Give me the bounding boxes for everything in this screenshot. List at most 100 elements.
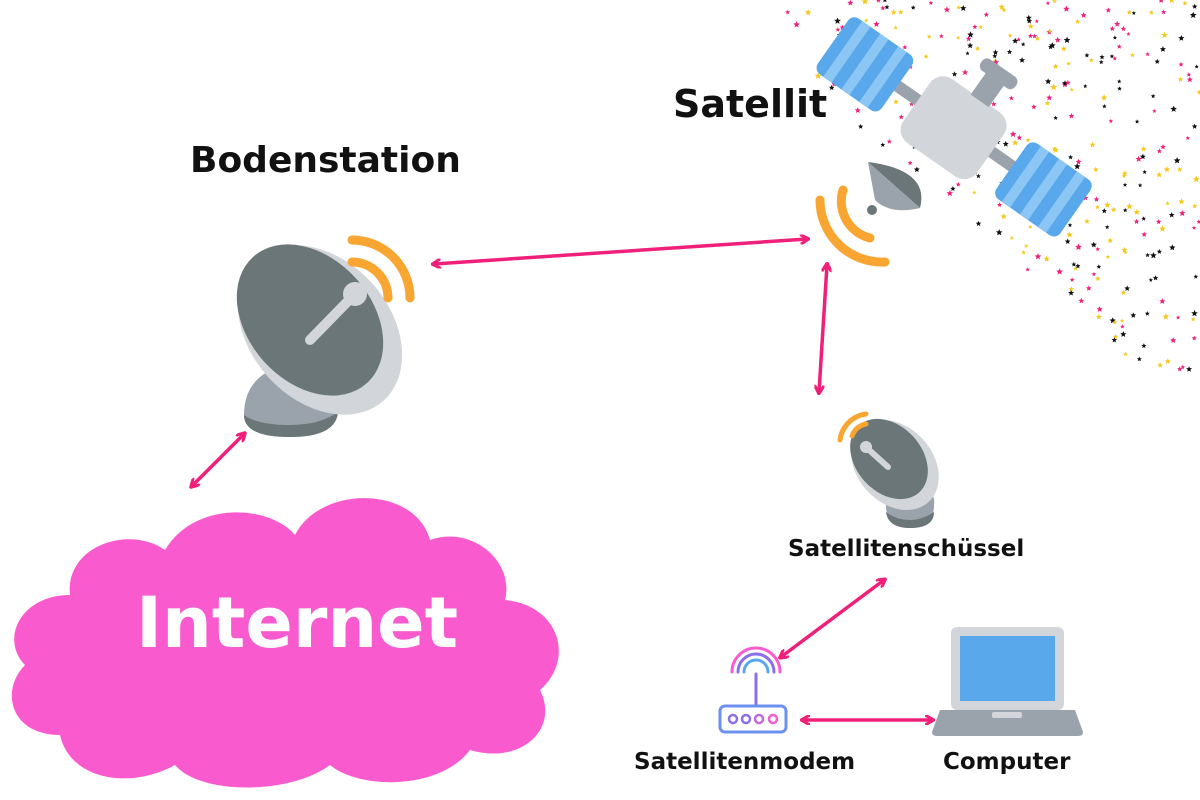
star <box>893 99 899 105</box>
star <box>1164 358 1171 364</box>
star <box>976 173 981 179</box>
star <box>1196 219 1200 224</box>
star <box>974 45 981 51</box>
star <box>1011 139 1019 146</box>
star <box>1170 105 1177 112</box>
star <box>1110 206 1117 213</box>
star <box>1178 35 1185 41</box>
star <box>1056 268 1063 275</box>
computer-label: Computer <box>943 749 1071 775</box>
star <box>1095 246 1100 252</box>
star <box>880 142 886 147</box>
star <box>1109 317 1116 324</box>
star <box>1120 26 1127 32</box>
star <box>1048 44 1054 50</box>
star <box>793 21 800 28</box>
star <box>1139 153 1146 160</box>
star <box>950 186 956 191</box>
star <box>1163 166 1171 173</box>
star <box>1168 212 1175 218</box>
star <box>1025 137 1031 143</box>
star <box>1068 286 1074 292</box>
cloud-shape <box>11 498 559 788</box>
star <box>1044 100 1050 106</box>
star <box>1009 130 1017 138</box>
star <box>1177 76 1184 82</box>
star <box>880 5 886 11</box>
star <box>1099 54 1105 60</box>
star <box>967 31 974 38</box>
laptop-icon <box>932 627 1083 736</box>
star <box>1162 313 1170 320</box>
star <box>1150 93 1156 99</box>
star <box>1157 362 1163 368</box>
star <box>965 51 970 56</box>
star <box>913 166 920 173</box>
star <box>1117 79 1122 84</box>
star <box>1075 158 1082 165</box>
star <box>1093 166 1099 172</box>
star <box>962 69 969 76</box>
star <box>995 229 1003 236</box>
star <box>1186 72 1192 77</box>
star <box>1124 285 1131 291</box>
star <box>814 72 822 79</box>
satellite-icon <box>815 17 1092 267</box>
star <box>834 17 841 24</box>
star <box>1121 173 1127 178</box>
connection-arrows <box>192 239 932 720</box>
arrow-internet-ground <box>192 434 244 486</box>
star <box>1069 277 1075 282</box>
star <box>1064 238 1071 244</box>
star <box>1170 337 1177 343</box>
star <box>847 0 854 6</box>
star <box>1185 135 1190 140</box>
star <box>1192 3 1198 9</box>
star <box>1045 1 1051 5</box>
star <box>1112 334 1119 340</box>
star <box>1191 309 1198 317</box>
star <box>1101 208 1107 214</box>
star <box>1109 54 1115 59</box>
star <box>1178 198 1185 205</box>
star <box>1027 23 1034 29</box>
star <box>1191 225 1197 230</box>
star <box>1122 182 1128 187</box>
star <box>902 44 908 50</box>
star <box>1196 89 1200 95</box>
star <box>1074 163 1081 170</box>
star <box>1130 52 1135 58</box>
star <box>1145 51 1150 57</box>
star <box>1111 337 1118 343</box>
star <box>1161 31 1168 38</box>
star <box>1191 123 1198 129</box>
star <box>907 160 913 166</box>
star <box>1169 244 1176 251</box>
star <box>1156 171 1163 178</box>
star <box>876 0 881 3</box>
star <box>1009 235 1014 240</box>
star <box>1007 33 1013 38</box>
star <box>956 35 961 40</box>
star <box>1119 318 1125 323</box>
star <box>1192 203 1198 209</box>
star <box>1021 42 1026 47</box>
star <box>1191 335 1197 341</box>
star <box>829 84 835 91</box>
star <box>1105 7 1111 13</box>
star <box>1114 20 1121 27</box>
star <box>1160 144 1166 150</box>
star <box>1137 183 1143 188</box>
star <box>1117 86 1122 91</box>
star <box>1051 146 1058 152</box>
star <box>1192 175 1200 183</box>
arrow-satellite-dish <box>819 265 827 392</box>
star <box>1194 64 1199 69</box>
star <box>1141 231 1148 237</box>
star <box>1148 277 1153 282</box>
star <box>956 5 961 10</box>
star <box>1145 252 1150 258</box>
star <box>1024 243 1029 248</box>
star <box>1075 243 1082 250</box>
